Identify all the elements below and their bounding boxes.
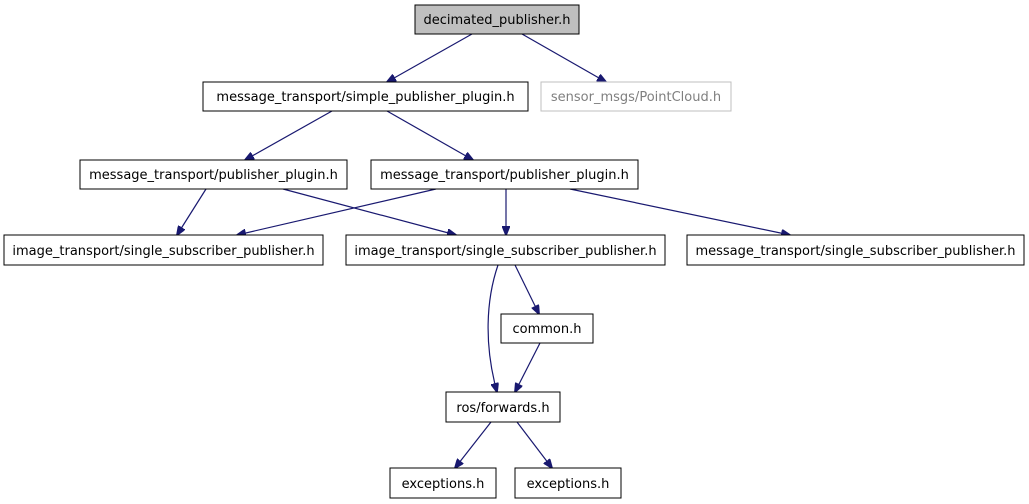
edge-forwards-to-exceptions-a (455, 421, 492, 468)
node-pointcloud[interactable]: sensor_msgs/PointCloud.h (540, 81, 732, 112)
edge-simple-plugin-to-pub-plugin-a (245, 110, 333, 160)
node-label: message_transport/publisher_plugin.h (380, 168, 629, 183)
edge-img-ssp-b-to-forwards (487, 264, 498, 392)
node-label: decimated_publisher.h (424, 13, 571, 28)
edge-pub-plugin-b-to-msg-ssp (569, 188, 790, 235)
node-common[interactable]: common.h (500, 313, 594, 344)
node-label: sensor_msgs/PointCloud.h (551, 90, 721, 105)
node-ros-forwards[interactable]: ros/forwards.h (445, 391, 561, 423)
node-label: message_transport/single_subscriber_publ… (695, 244, 1015, 259)
edge-decimated-to-simple-plugin (387, 33, 473, 82)
node-label: message_transport/publisher_plugin.h (89, 168, 338, 183)
node-simple-publisher-plugin[interactable]: message_transport/simple_publisher_plugi… (202, 81, 529, 112)
node-message-ssp[interactable]: message_transport/single_subscriber_publ… (686, 234, 1025, 266)
node-layer: decimated_publisher.h message_transport/… (3, 4, 1025, 499)
node-label: image_transport/single_subscriber_publis… (12, 244, 314, 259)
edge-pub-plugin-a-to-img-ssp-b (282, 188, 456, 235)
node-decimated-publisher[interactable]: decimated_publisher.h (414, 4, 580, 35)
node-label: message_transport/simple_publisher_plugi… (216, 90, 514, 105)
node-exceptions-b[interactable]: exceptions.h (514, 467, 622, 499)
edge-decimated-to-pointcloud (521, 33, 606, 82)
edge-pub-plugin-a-to-img-ssp-a (177, 188, 207, 235)
edge-img-ssp-b-to-common (514, 264, 539, 314)
edge-simple-plugin-to-pub-plugin-b (386, 110, 473, 160)
node-image-ssp-a[interactable]: image_transport/single_subscriber_publis… (3, 234, 324, 266)
node-publisher-plugin-a[interactable]: message_transport/publisher_plugin.h (79, 159, 348, 190)
node-label: image_transport/single_subscriber_publis… (354, 244, 656, 259)
node-exceptions-a[interactable]: exceptions.h (389, 467, 497, 499)
node-image-ssp-b[interactable]: image_transport/single_subscriber_publis… (345, 234, 666, 266)
edge-common-to-forwards (515, 342, 541, 392)
edge-layer (177, 33, 790, 468)
node-label: exceptions.h (402, 477, 485, 492)
node-label: ros/forwards.h (456, 401, 549, 416)
node-label: exceptions.h (527, 477, 610, 492)
edge-forwards-to-exceptions-b (516, 421, 552, 468)
node-label: common.h (513, 322, 582, 337)
edge-pub-plugin-b-to-img-ssp-a (237, 188, 437, 235)
node-publisher-plugin-b[interactable]: message_transport/publisher_plugin.h (370, 159, 639, 190)
